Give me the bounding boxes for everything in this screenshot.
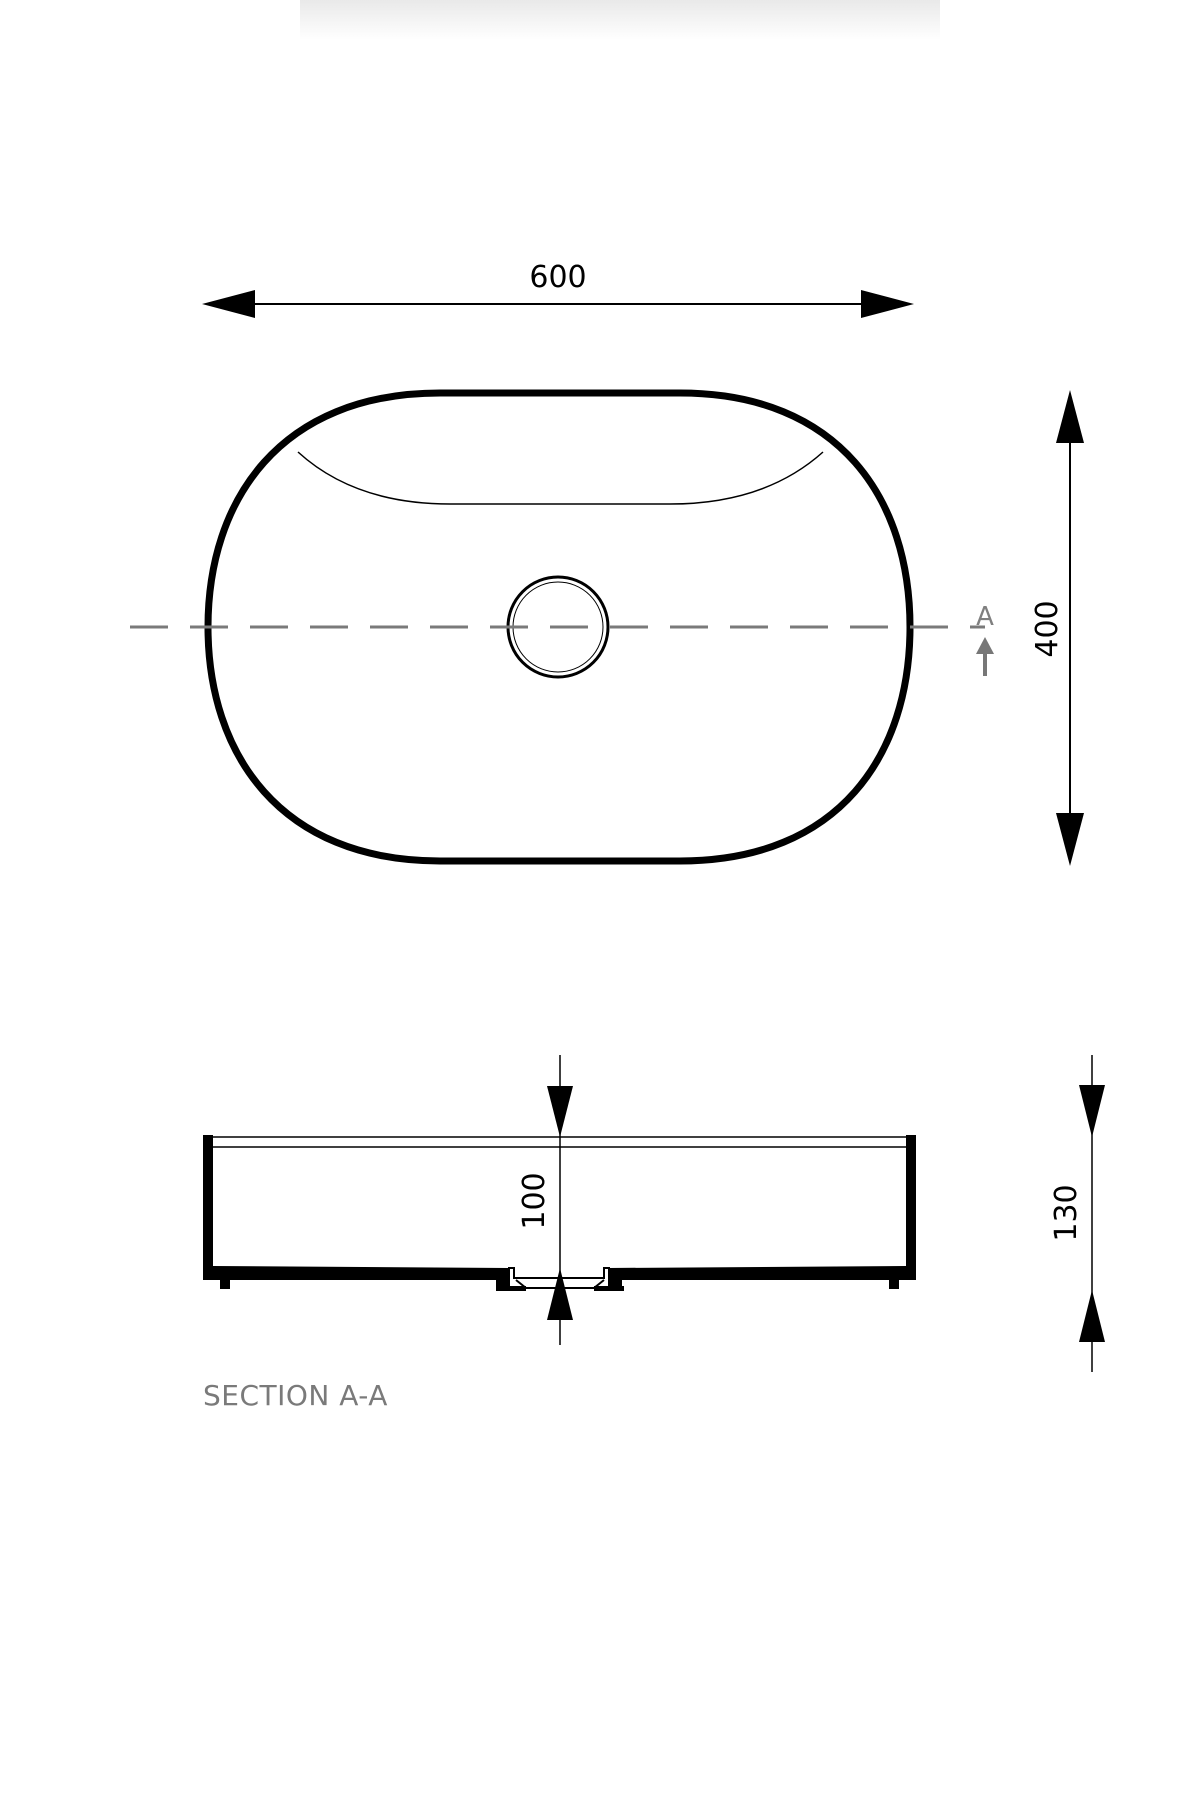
inner-depth-dimension: 100 <box>517 1055 573 1345</box>
depth-arrow-top <box>1056 390 1084 443</box>
height-arrow-top <box>1079 1085 1105 1137</box>
inner-depth-label: 100 <box>517 1172 552 1229</box>
height-label: 130 <box>1049 1184 1084 1241</box>
width-arrow-left <box>202 290 255 318</box>
inner-depth-arrow-bottom <box>547 1268 573 1320</box>
basin-outline <box>204 389 914 865</box>
rear-ledge-curve <box>297 451 824 505</box>
depth-dimension: 400 <box>1030 390 1084 866</box>
width-label: 600 <box>529 260 586 295</box>
top-shadow <box>300 0 940 40</box>
width-arrow-right <box>861 290 914 318</box>
height-dimension: 130 <box>1049 1055 1105 1372</box>
width-dimension: 600 <box>202 260 914 318</box>
section-profile <box>203 1135 916 1291</box>
inner-depth-arrow-top <box>547 1086 573 1137</box>
depth-label: 400 <box>1030 600 1065 657</box>
depth-arrow-bottom <box>1056 813 1084 866</box>
section-caption: SECTION A-A <box>203 1379 388 1412</box>
section-view: 100 130 SECTION A-A <box>203 1055 1105 1412</box>
section-marker-label: A <box>976 602 994 632</box>
height-arrow-bottom <box>1079 1290 1105 1342</box>
plan-view: 600 A 400 <box>130 260 1084 866</box>
section-marker-arrow <box>976 637 994 676</box>
